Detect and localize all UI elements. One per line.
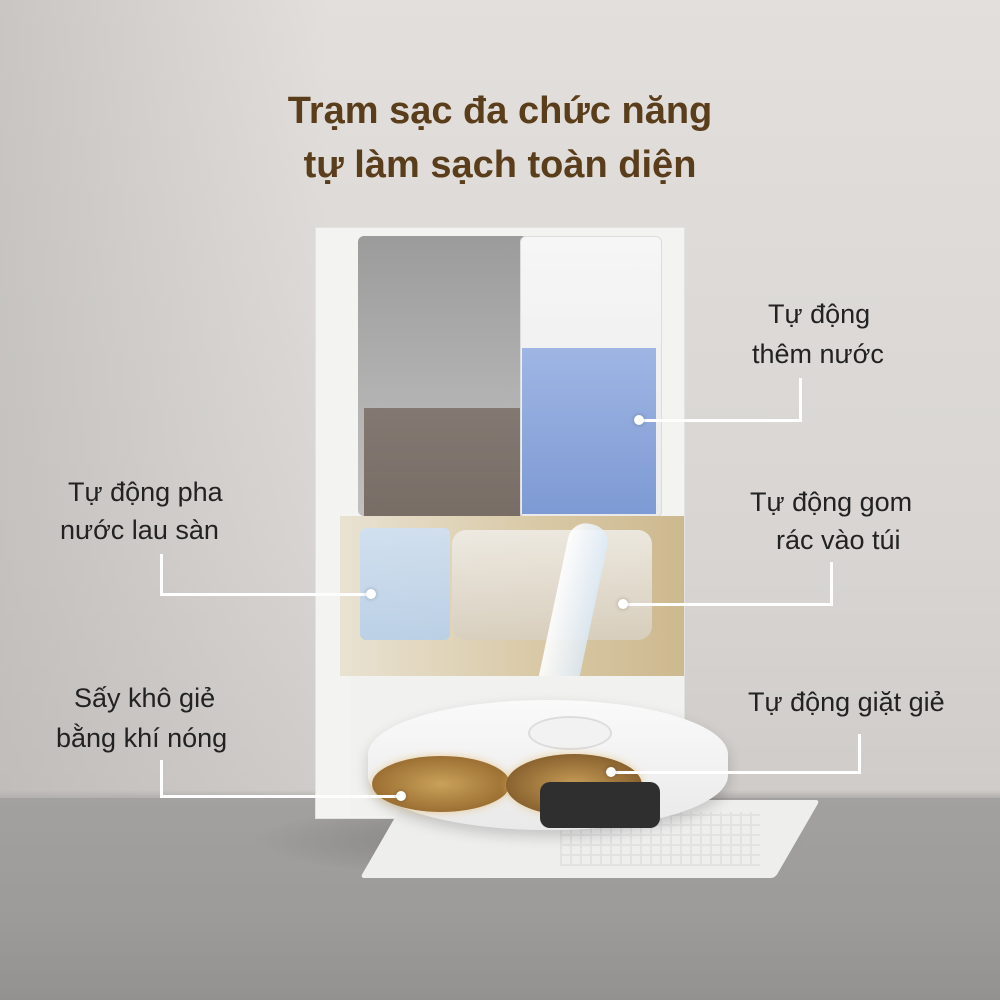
detergent-cartridge xyxy=(360,528,450,640)
callout-add-water-dot xyxy=(634,415,644,425)
callout-dry-mop-line-1: Sấy khô giẻ xyxy=(74,683,216,713)
callout-wash-mop-line-1: Tự động giặt giẻ xyxy=(748,687,945,717)
callout-mix-solution-line-2: nước lau sàn xyxy=(60,515,219,545)
callout-add-water-line-1: Tự động xyxy=(768,299,871,329)
leader-line-mix-solution-v xyxy=(160,554,163,596)
callout-dry-mop-dot xyxy=(396,791,406,801)
wall-shadow xyxy=(0,0,330,800)
page-title-line-2: tự làm sạch toàn diện xyxy=(303,144,697,186)
leader-line-wash-mop-h xyxy=(612,771,861,774)
leader-line-dry-mop-h xyxy=(160,795,400,798)
leader-line-collect-dust-h xyxy=(624,603,833,606)
dirty-water-level xyxy=(364,408,520,516)
callout-collect-dust-line-2: rác vào túi xyxy=(776,525,901,555)
leader-line-add-water-h xyxy=(640,419,802,422)
callout-mix-solution-line-1: Tự động pha xyxy=(68,477,223,507)
callout-collect-dust-line-1: Tự động gom xyxy=(750,487,913,517)
leader-line-add-water-v xyxy=(799,378,802,422)
leader-line-wash-mop-v xyxy=(858,734,861,774)
robot-lidar-cap xyxy=(530,718,610,748)
leader-line-dry-mop-v xyxy=(160,760,163,798)
callout-dry-mop-line-2: bằng khí nóng xyxy=(56,723,228,753)
page-title-line-1: Trạm sạc đa chức năng xyxy=(287,90,713,132)
callout-mix-solution-dot xyxy=(366,589,376,599)
leader-line-collect-dust-v xyxy=(830,562,833,606)
callout-wash-mop-dot xyxy=(606,767,616,777)
robot-bumper xyxy=(540,782,660,828)
mop-pad-left xyxy=(372,756,510,812)
callout-collect-dust-dot xyxy=(618,599,628,609)
leader-line-mix-solution-h xyxy=(160,593,372,596)
clean-water-level xyxy=(522,348,656,514)
callout-add-water-line-2: thêm nước xyxy=(752,339,884,369)
